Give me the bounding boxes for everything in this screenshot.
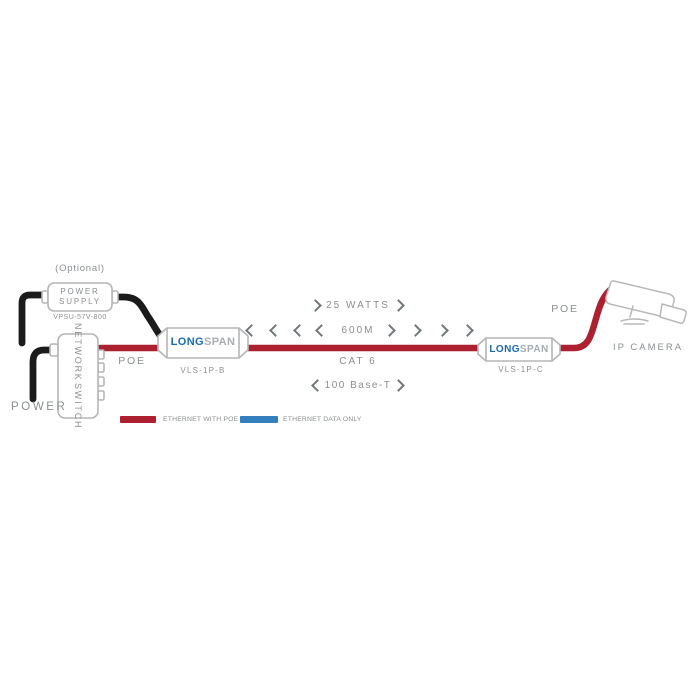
standard-label: 100 Base-T — [324, 380, 392, 391]
network-switch-label: NETWORK SWITCH — [58, 323, 98, 430]
poe-output-label: POE — [551, 303, 579, 315]
poe-cable-camera-drop — [548, 283, 618, 352]
longspan-device-c — [477, 337, 561, 362]
legend-poe-label: ETHERNET WITH POE — [163, 416, 239, 423]
device-b-logo: LONGSPAN — [171, 336, 236, 348]
mains-cable-to-switch — [29, 346, 61, 403]
network-switch-label-line2: SWITCH — [73, 383, 83, 430]
camera-mount-arm — [629, 305, 634, 318]
legend-data-swatch — [240, 416, 278, 423]
device-c-shell — [477, 337, 561, 362]
poe-input-label: POE — [118, 355, 146, 367]
power-supply-model: VPSU-57V-800 — [53, 314, 107, 321]
device-c-logo-bold: LONG — [489, 344, 520, 355]
power-cables — [18, 291, 168, 403]
power-supply-label-line2: SUPPLY — [59, 297, 101, 306]
optional-label: (Optional) — [55, 263, 105, 274]
power-label: POWER — [11, 401, 68, 413]
ip-camera-drawing — [605, 280, 687, 325]
device-b-shell — [157, 327, 249, 359]
switch-port-2 — [97, 362, 105, 373]
psu-body — [47, 282, 113, 312]
switch-port-1 — [97, 349, 105, 360]
power-budget-label: 25 WATTS — [326, 300, 390, 311]
psu-right-tab — [111, 290, 119, 304]
camera-lens-hood — [659, 303, 687, 324]
dc-cable-supply-to-device — [108, 293, 168, 345]
network-switch-label-line1: NETWORK — [73, 322, 83, 382]
power-supply-label: POWER SUPPLY — [48, 283, 112, 311]
cable-type-label: CAT 6 — [339, 356, 377, 367]
device-c-model: VLS-1P-C — [498, 365, 544, 374]
mains-cable-to-power-supply — [18, 291, 53, 347]
legend-data-label: ETHERNET DATA ONLY — [283, 416, 362, 423]
device-c-logo-light: SPAN — [519, 344, 549, 355]
device-c-logo: LONGSPAN — [489, 344, 548, 355]
longspan-device-b — [157, 327, 249, 359]
switch-body — [57, 333, 99, 419]
switch-port-4 — [97, 390, 105, 401]
ip-camera-label: IP CAMERA — [612, 342, 684, 353]
distance-label: 600M — [341, 325, 375, 336]
camera-mount-base — [620, 318, 649, 325]
device-b-logo-light: SPAN — [204, 336, 236, 348]
switch-left-tab — [49, 343, 59, 357]
power-supply-label-line1: POWER — [60, 287, 100, 296]
device-b-model: VLS-1P-B — [180, 366, 226, 375]
network-switch-box — [49, 333, 105, 419]
power-supply-box — [41, 282, 119, 312]
switch-port-3 — [97, 376, 105, 387]
legend-poe-swatch — [120, 416, 156, 423]
device-b-logo-bold: LONG — [170, 336, 205, 348]
